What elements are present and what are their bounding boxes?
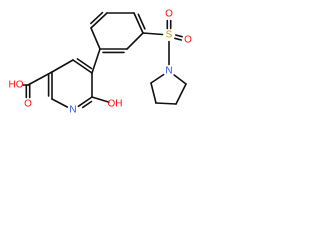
atom-labels: HO O N OH S O O N: [9, 9, 193, 116]
bond-pyr-a-pyr-b: [150, 82, 157, 104]
bond-bz-c2-bz-c3: [126, 32, 144, 50]
bond-py-c6-py-n-a: [77, 96, 93, 108]
bond-pyr-d-pyr-n: [173, 74, 187, 85]
bond-bz-c3-bz-c4-a: [133, 12, 144, 34]
bond-py-c3-py-c4: [51, 59, 74, 73]
pyrrolidine-n-label: N: [165, 66, 172, 77]
bond-bz-c3-bz-c4-b: [137, 13, 146, 30]
bond-s-so-right-b: [174, 34, 183, 38]
sulfonyl-o-label-right: O: [184, 35, 192, 46]
bond-pyr-n-pyr-a: [150, 73, 165, 84]
bond-cooh-c-py-c3: [27, 71, 53, 86]
bond-pyr-b-pyr-c: [155, 102, 177, 105]
sulfonyl-o-label-top: O: [165, 9, 173, 20]
bond-py-c5-bz-c1: [91, 48, 101, 74]
bond-pyr-c-pyr-d: [175, 83, 187, 105]
bond-py-c4-py-c5-b: [76, 58, 93, 70]
bond-py-n-py-c2: [51, 98, 69, 108]
chemical-structure: HO O N OH S O O N: [9, 9, 193, 116]
bond-py-c4-py-c5-a: [72, 59, 93, 74]
bond-bz-c6-bz-c1: [90, 27, 101, 50]
hydroxyl-o-label-right: OH: [108, 99, 123, 110]
sulfur-label: S: [166, 30, 173, 41]
pyridine-n-label: N: [69, 105, 76, 116]
bond-py-c6-oh: [91, 96, 110, 103]
hydroxyl-o-label-left: HO: [9, 80, 24, 91]
bond-bz-c5-bz-c6-b: [90, 11, 104, 25]
bonds: [21, 11, 187, 109]
bond-bz-c5-bz-c6-a: [90, 12, 108, 29]
bond-s-so-right-a: [174, 37, 183, 41]
carbonyl-o-label: O: [24, 99, 32, 110]
bond-bz-c3-s: [142, 32, 164, 36]
bond-py-c6-py-n-b: [81, 100, 93, 109]
